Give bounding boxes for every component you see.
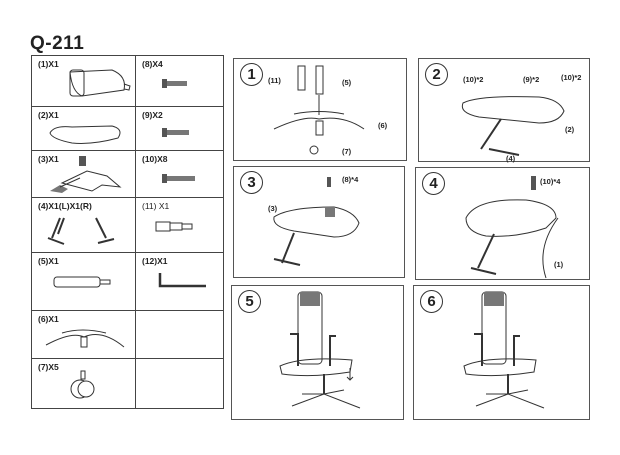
base-icon: [45, 329, 125, 348]
caster-icon: [70, 370, 95, 399]
part-cell-3: (3)X1: [32, 151, 136, 198]
part-cell-6: (6)X1: [32, 311, 136, 359]
callout: (7): [342, 147, 352, 156]
callout: (1): [554, 260, 564, 269]
step-number: 1: [240, 63, 263, 86]
step-number: 6: [420, 290, 443, 313]
step-5-panel: 5: [231, 285, 404, 420]
part-label: (10)X8: [142, 154, 168, 164]
step-1-panel: 1 (11) (5) (6) (7): [233, 58, 407, 161]
screw-icon: [162, 128, 189, 137]
part-cell-11: (11) X1: [136, 198, 224, 253]
step-number: 2: [425, 63, 448, 86]
part-cell-4: (4)X1(L)X1(R): [32, 198, 136, 253]
part-label: (6)X1: [38, 314, 59, 324]
part-label: (7)X5: [38, 362, 59, 372]
step-number: 5: [238, 290, 261, 313]
callout: (6): [378, 121, 388, 130]
step-6-illustration: [463, 291, 545, 409]
mechanism-icon: [50, 156, 122, 193]
callout: (3): [268, 204, 278, 213]
part-cell-2: (2)X1: [32, 107, 136, 151]
armrests-icon: [47, 217, 115, 245]
part-cell-10: (10)X8: [136, 151, 224, 198]
callout: (11): [268, 76, 281, 85]
callout: (10)*4: [540, 177, 561, 186]
step-4-panel: 4 (10)*4 (1): [415, 167, 590, 280]
callout: (5): [342, 78, 352, 87]
callout: (2): [565, 125, 575, 134]
part-label: (5)X1: [38, 256, 59, 266]
step-3-illustration: [273, 177, 360, 266]
step-1-illustration: [273, 65, 365, 155]
screw-icon: [162, 79, 187, 88]
gas-lift-cover-icon: [155, 221, 193, 232]
callout: (8)*4: [342, 175, 359, 184]
seat-icon: [49, 125, 121, 144]
step-2-panel: 2 (10)*2 (9)*2 (10)*2 (2) (4): [418, 58, 590, 163]
backrest-icon: [69, 69, 131, 97]
step-3-panel: 3 (8)*4 (3): [233, 166, 405, 278]
step-6-panel: 6: [413, 285, 590, 420]
part-label: (2)X1: [38, 110, 59, 120]
step-number: 3: [240, 171, 263, 194]
part-cell-7: (7)X5: [32, 359, 136, 409]
part-label: (3)X1: [38, 154, 59, 164]
step-4-illustration: [465, 176, 559, 279]
empty-cell: [136, 311, 224, 359]
part-label: (11) X1: [142, 201, 170, 211]
part-label: (4)X1(L)X1(R): [38, 201, 92, 211]
part-cell-9: (9)X2: [136, 107, 224, 151]
part-cell-8: (8)X4: [136, 56, 224, 107]
callout: (4): [506, 154, 516, 163]
part-label: (9)X2: [142, 110, 163, 120]
part-label: (1)X1: [38, 59, 59, 69]
callout: (10)*2: [463, 75, 484, 84]
part-cell-12: (12)X1: [136, 253, 224, 311]
step-5-illustration: [279, 291, 361, 409]
empty-cell: [136, 359, 224, 409]
callout: (10)*2: [561, 73, 582, 82]
part-label: (12)X1: [142, 256, 168, 266]
part-cell-1: (1)X1: [32, 56, 136, 107]
screw-icon: [162, 174, 195, 183]
gas-lift-icon: [53, 276, 111, 288]
part-cell-5: (5)X1: [32, 253, 136, 311]
model-title: Q-211: [30, 33, 85, 54]
parts-table: (1)X1 (2)X1 (3)X1 (4)X1(L)X1(R) (5)X1 (6…: [31, 55, 224, 409]
step-number: 4: [422, 172, 445, 195]
allen-key-icon: [158, 273, 206, 288]
step-2-illustration: [461, 96, 565, 156]
callout: (9)*2: [523, 75, 540, 84]
part-label: (8)X4: [142, 59, 163, 69]
